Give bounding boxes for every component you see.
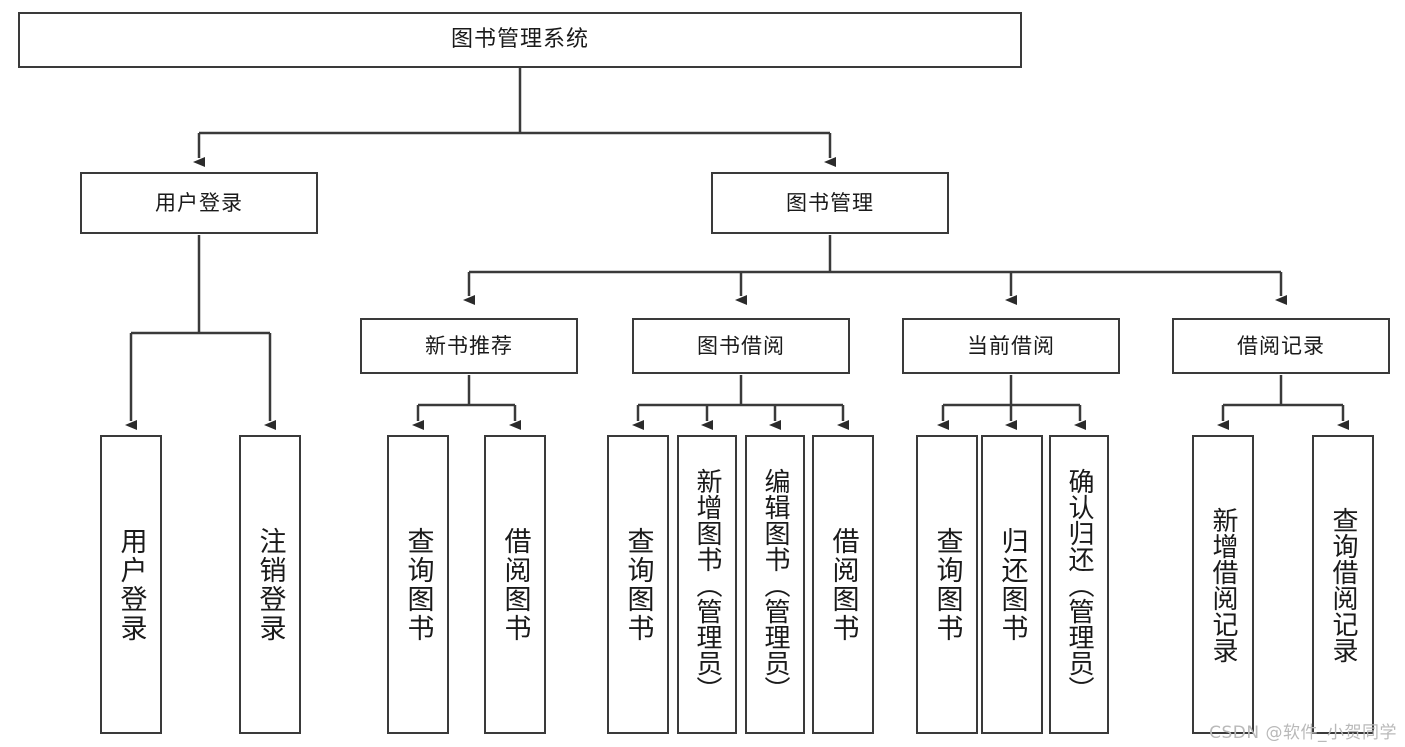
node-label: 查询图书: [402, 526, 434, 643]
leaf-user-login-signout[interactable]: 注销登录: [239, 435, 301, 734]
node-label: 用户登录: [115, 526, 147, 643]
node-label: 新书推荐: [425, 333, 513, 358]
node-label: 注销登录: [254, 526, 286, 643]
leaf-record-query-borrow-record[interactable]: 查询借阅记录: [1312, 435, 1374, 734]
node-borrow-record[interactable]: 借阅记录: [1172, 318, 1390, 374]
node-label: 查询借阅记录: [1328, 506, 1358, 663]
node-root-system[interactable]: 图书管理系统: [18, 12, 1022, 68]
leaf-borrow-borrow-book[interactable]: 借阅图书: [812, 435, 874, 734]
leaf-user-login-signin[interactable]: 用户登录: [100, 435, 162, 734]
node-label: 新增借阅记录: [1208, 506, 1238, 663]
node-book-management[interactable]: 图书管理: [711, 172, 949, 234]
node-label: 确认归还（管理员）: [1064, 467, 1094, 702]
node-label: 当前借阅: [967, 333, 1055, 358]
node-label: 图书管理: [786, 190, 874, 215]
node-label: 借阅图书: [499, 526, 531, 643]
node-book-borrow[interactable]: 图书借阅: [632, 318, 850, 374]
watermark: CSDN @软件_小贺同学: [1209, 723, 1397, 743]
node-label: 查询图书: [931, 526, 963, 643]
leaf-recommend-borrow-book[interactable]: 借阅图书: [484, 435, 546, 734]
node-label: 借阅记录: [1237, 333, 1325, 358]
leaf-borrow-query-book[interactable]: 查询图书: [607, 435, 669, 734]
node-user-login[interactable]: 用户登录: [80, 172, 318, 234]
node-new-book-recommend[interactable]: 新书推荐: [360, 318, 578, 374]
leaf-current-return-book[interactable]: 归还图书: [981, 435, 1043, 734]
leaf-current-query-book[interactable]: 查询图书: [916, 435, 978, 734]
node-label: 编辑图书（管理员）: [760, 467, 790, 702]
node-current-borrow[interactable]: 当前借阅: [902, 318, 1120, 374]
leaf-recommend-query-book[interactable]: 查询图书: [387, 435, 449, 734]
leaf-current-confirm-return-admin[interactable]: 确认归还（管理员）: [1049, 435, 1109, 734]
leaf-borrow-add-book-admin[interactable]: 新增图书（管理员）: [677, 435, 737, 734]
node-label: 归还图书: [996, 526, 1028, 643]
node-label: 新增图书（管理员）: [692, 467, 722, 702]
node-label: 借阅图书: [827, 526, 859, 643]
leaf-record-add-borrow-record[interactable]: 新增借阅记录: [1192, 435, 1254, 734]
node-label: 查询图书: [622, 526, 654, 643]
leaf-borrow-edit-book-admin[interactable]: 编辑图书（管理员）: [745, 435, 805, 734]
node-label: 图书借阅: [697, 333, 785, 358]
node-label: 图书管理系统: [450, 27, 589, 53]
node-label: 用户登录: [155, 190, 243, 215]
